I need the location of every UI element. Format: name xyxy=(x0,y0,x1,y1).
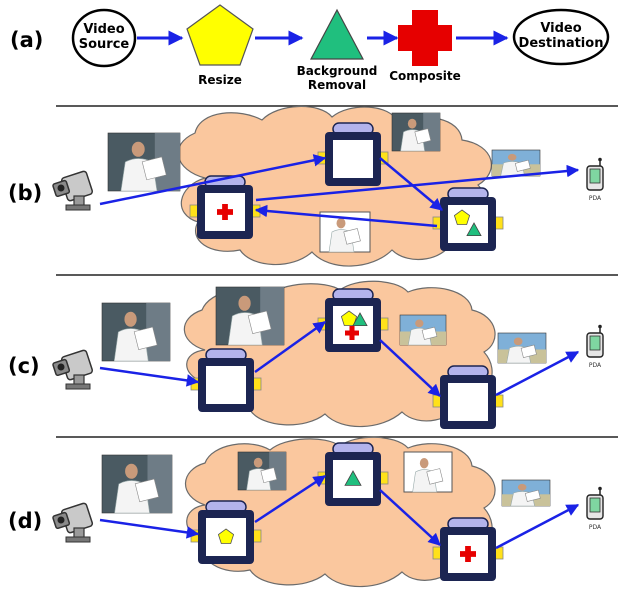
camera-icon xyxy=(52,349,94,390)
camera-icon xyxy=(52,502,94,543)
panel-a: (a) Video Source Resize Background Remov… xyxy=(10,4,610,92)
pentagon-icon xyxy=(340,310,358,326)
pda-icon: PDA xyxy=(586,324,604,369)
pda-label: PDA xyxy=(589,195,602,202)
background-removal-node: Background Removal xyxy=(297,8,378,92)
service-node xyxy=(432,517,504,581)
video-destination-label-line1: Video xyxy=(540,21,581,36)
input-port xyxy=(432,546,442,560)
triangle-icon xyxy=(344,470,362,486)
video-frame-thumbnail xyxy=(403,451,453,493)
input-port xyxy=(432,394,442,408)
panel-label-c: (c) xyxy=(8,354,40,378)
resize-node: Resize xyxy=(186,4,254,87)
video-frame-thumbnail xyxy=(101,302,171,362)
input-port xyxy=(189,204,199,218)
video-destination-node: Video Destination xyxy=(512,8,610,66)
flow-arrow xyxy=(254,320,327,374)
output-port xyxy=(379,471,389,485)
service-node xyxy=(432,365,504,429)
pentagon-icon xyxy=(217,528,235,544)
flow-arrow xyxy=(379,489,441,546)
video-frame-thumbnail xyxy=(107,132,181,192)
panel-label-a: (a) xyxy=(10,28,43,52)
video-source-label-line1: Video xyxy=(83,22,124,37)
output-port xyxy=(494,216,504,230)
flow-arrow xyxy=(99,518,200,539)
pda-icon: PDA xyxy=(586,486,604,531)
video-frame-thumbnail xyxy=(399,314,447,346)
flow-arrow xyxy=(379,157,443,211)
service-node xyxy=(190,348,262,412)
camera-icon xyxy=(52,170,94,211)
video-frame-thumbnail xyxy=(491,149,541,177)
composite-node: Composite xyxy=(389,10,461,83)
output-port xyxy=(252,529,262,543)
video-frame-thumbnail xyxy=(391,112,441,152)
cross-icon xyxy=(345,326,359,340)
service-node xyxy=(432,187,504,251)
flow-arrow xyxy=(254,204,438,228)
input-port xyxy=(432,216,442,230)
flow-arrow xyxy=(255,164,580,202)
triangle-icon xyxy=(466,222,482,237)
triangle-icon xyxy=(310,8,364,60)
input-port xyxy=(190,529,200,543)
video-frame-thumbnail xyxy=(497,332,547,364)
cross-icon xyxy=(460,546,476,562)
flow-arrow xyxy=(99,366,200,387)
panel-label-b: (b) xyxy=(8,181,42,205)
resize-label: Resize xyxy=(198,73,242,87)
panel-label-d: (d) xyxy=(8,509,42,533)
flow-arrow xyxy=(495,350,580,397)
input-port xyxy=(190,377,200,391)
cross-icon xyxy=(217,204,233,220)
composite-label: Composite xyxy=(389,69,461,83)
service-node xyxy=(317,122,389,186)
flow-arrow xyxy=(99,154,327,206)
video-frame-thumbnail xyxy=(237,451,287,491)
output-port xyxy=(252,377,262,391)
video-frame-thumbnail xyxy=(215,286,285,346)
dynamic-layer: PDA PDA PDA xyxy=(52,112,604,581)
pentagon-icon xyxy=(186,4,254,66)
background-removal-label-line2: Removal xyxy=(308,78,366,92)
video-frame-thumbnail xyxy=(501,479,551,507)
video-source-node: Video Source xyxy=(71,8,137,68)
triangle-icon xyxy=(352,312,368,327)
cross-icon xyxy=(398,10,452,66)
pda-label: PDA xyxy=(589,524,602,531)
video-destination-label-line2: Destination xyxy=(519,36,604,51)
video-source-label-line2: Source xyxy=(79,37,130,52)
flow-arrow xyxy=(495,503,580,550)
flow-arrow xyxy=(254,474,327,524)
background-removal-label-line1: Background xyxy=(297,64,378,78)
video-frame-thumbnail xyxy=(101,454,173,514)
pda-label: PDA xyxy=(589,362,602,369)
pda-icon: PDA xyxy=(586,157,604,202)
output-port xyxy=(494,394,504,408)
pentagon-icon xyxy=(453,209,471,225)
flow-arrow xyxy=(379,339,441,397)
output-port xyxy=(494,546,504,560)
output-port xyxy=(379,317,389,331)
